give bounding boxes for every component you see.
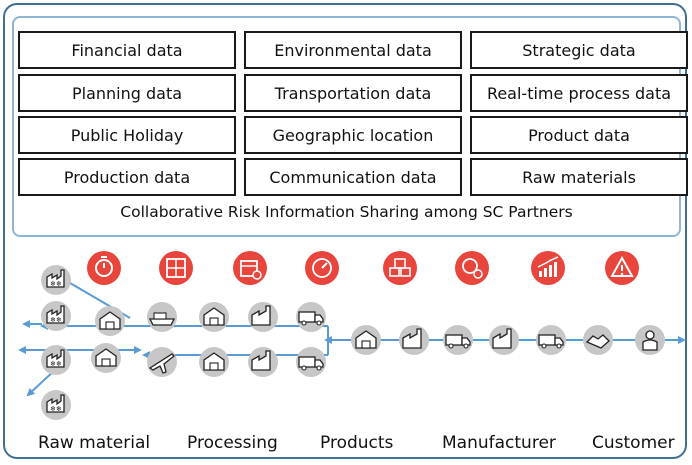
data-category-cell: Planning data (18, 74, 236, 112)
data-category-cell: Financial data (18, 31, 236, 69)
data-category-cell: Product data (470, 116, 688, 154)
handshake-icon (583, 325, 613, 355)
frozen-factory-icon (41, 301, 71, 331)
factory-icon (489, 325, 519, 355)
warehouse-icon (91, 343, 121, 373)
customer-icon (635, 325, 665, 355)
data-category-cell: Real-time process data (470, 74, 688, 112)
boxes-icon (383, 251, 417, 285)
warehouse-icon (199, 347, 229, 377)
frozen-factory-icon (41, 345, 71, 375)
truck-icon (443, 325, 473, 355)
stage-label-products: Products (320, 433, 394, 453)
data-category-cell: Public Holiday (18, 116, 236, 154)
warehouse-icon (199, 302, 229, 332)
data-category-cell: Communication data (244, 158, 462, 196)
truck-icon (296, 347, 326, 377)
airplane-icon (147, 347, 177, 377)
stage-label-manufacturer: Manufacturer (442, 433, 556, 453)
sharing-caption: Collaborative Risk Information Sharing a… (120, 203, 573, 221)
data-category-cell: Raw materials (470, 158, 688, 196)
truck-icon (536, 325, 566, 355)
factory-icon (399, 325, 429, 355)
rising-chart-icon (531, 251, 565, 285)
data-category-cell: Environmental data (244, 31, 462, 69)
stopwatch-icon (87, 251, 121, 285)
stage-label-processing: Processing (187, 433, 278, 453)
calendar-icon (233, 251, 267, 285)
stage-label-raw-material: Raw material (38, 433, 151, 453)
inventory-grid-icon (159, 251, 193, 285)
stage-label-customer: Customer (592, 433, 675, 453)
frozen-factory-icon (41, 390, 71, 420)
frozen-factory-icon (41, 265, 71, 295)
factory-icon (248, 302, 278, 332)
globe-clock-icon (455, 251, 489, 285)
warehouse-icon (351, 325, 381, 355)
supply-chain-frame (3, 3, 687, 459)
warehouse-icon (95, 306, 125, 336)
data-category-cell: Production data (18, 158, 236, 196)
data-category-cell: Transportation data (244, 74, 462, 112)
data-category-cell: Geographic location (244, 116, 462, 154)
factory-icon (248, 347, 278, 377)
speedometer-icon (305, 251, 339, 285)
truck-icon (296, 302, 326, 332)
ship-icon (147, 302, 177, 332)
warning-icon (605, 251, 639, 285)
data-category-cell: Strategic data (470, 31, 688, 69)
